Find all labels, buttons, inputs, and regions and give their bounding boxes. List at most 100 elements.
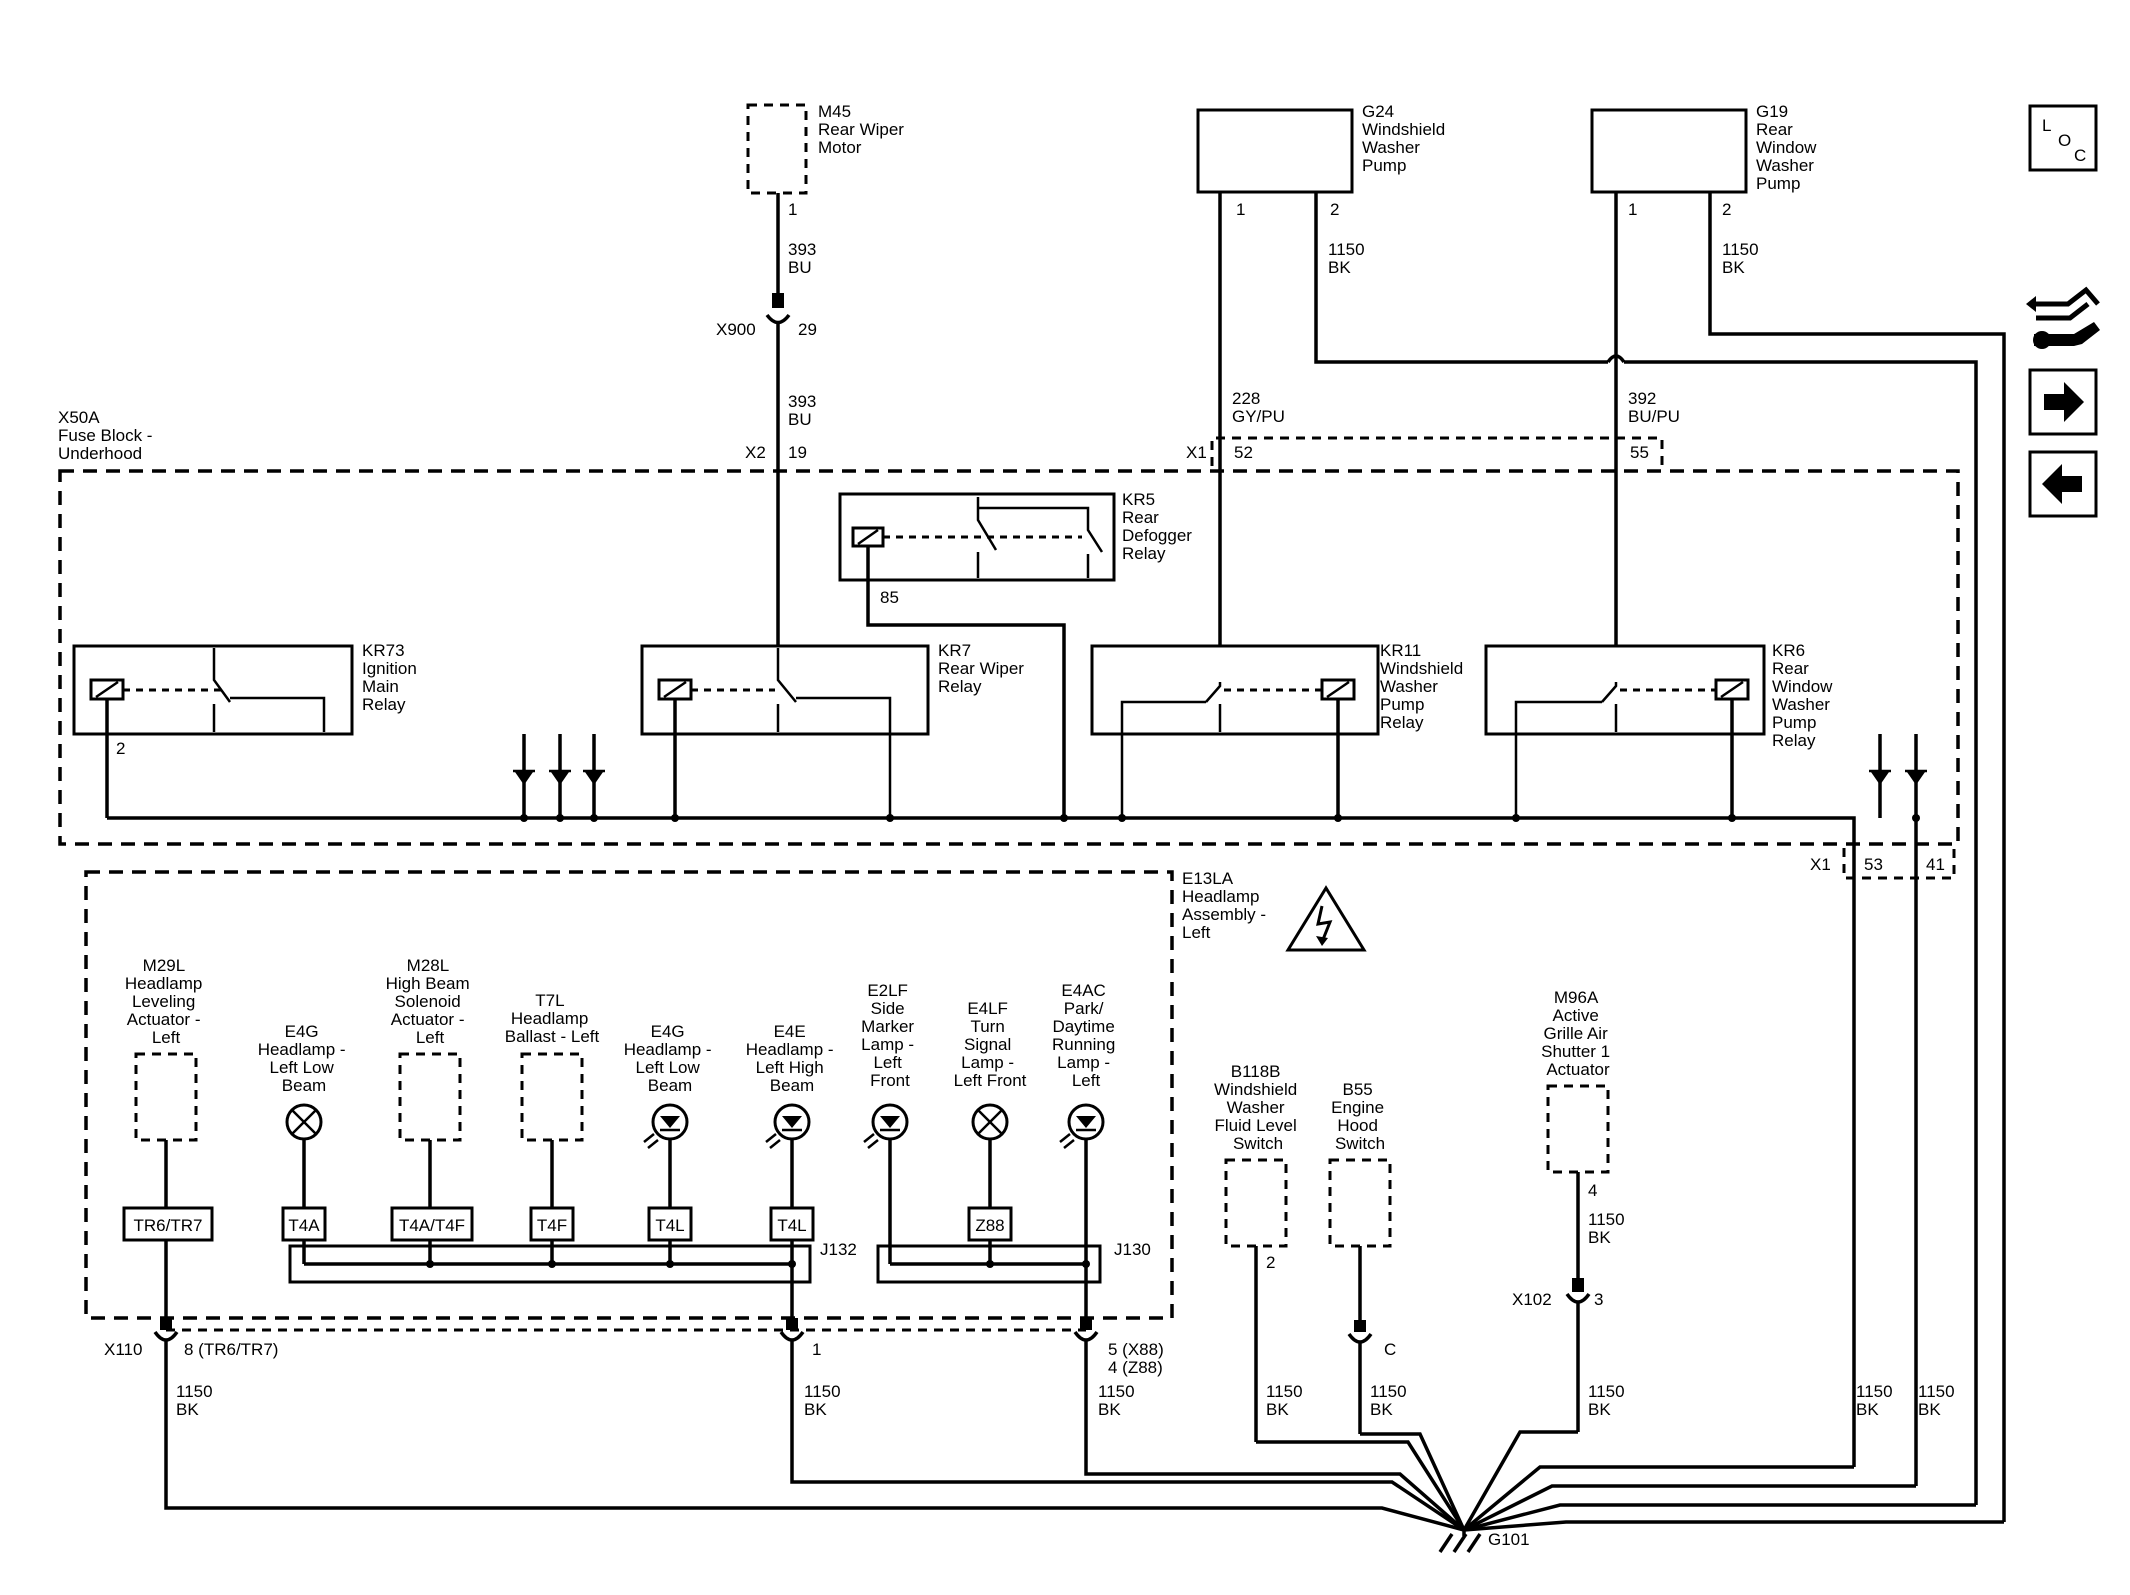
loc-button[interactable]: L O C	[2028, 104, 2098, 172]
x50a-label: X50A Fuse Block - Underhood	[58, 408, 157, 463]
j130-splice-pack	[876, 1244, 1102, 1284]
e4e-led-icon	[765, 1103, 811, 1149]
j130-pin-4: 4 (Z88)	[1108, 1358, 1163, 1377]
next-page-button[interactable]	[2028, 368, 2098, 436]
kr73-pin-2: 2	[116, 739, 125, 758]
kr7-label: KR7 Rear Wiper Relay	[938, 641, 1029, 696]
g19-pin-1: 1	[1628, 200, 1637, 219]
diode-left-2	[549, 734, 571, 818]
connector-wrench-icon[interactable]	[2026, 286, 2100, 349]
kr5-label: KR5 Rear Defogger Relay	[1122, 490, 1197, 563]
esd-warning-icon	[1285, 885, 1367, 952]
x2-pin: 19	[788, 443, 807, 462]
x110-pin: 8 (TR6/TR7)	[184, 1340, 278, 1359]
g101-ground-label: G101	[1488, 1530, 1530, 1549]
g24-pin-1: 1	[1236, 200, 1245, 219]
g19-rear-window-washer-pump-body	[1590, 108, 1748, 194]
b55-pin-c: C	[1384, 1340, 1396, 1359]
b55-label: B55 Engine Hood Switch	[1331, 1080, 1389, 1153]
loc-letter-o: O	[2058, 131, 2071, 150]
wire-g24-1150-bk: 1150 BK	[1328, 240, 1369, 277]
wire-392-bu-pu: 392 BU/PU	[1628, 389, 1680, 426]
m28l-actuator-body	[398, 1052, 462, 1142]
e4g-low-label: E4G Headlamp - Left Low Beam	[258, 1022, 351, 1095]
e4ac-led-icon	[1059, 1103, 1105, 1149]
e2lf-label: E2LF Side Marker Lamp - Left Front	[861, 981, 919, 1090]
kr11-label: KR11 Windshield Washer Pump Relay	[1380, 641, 1468, 732]
ground-symbol	[1438, 1530, 1482, 1553]
option-t4l-a-box	[647, 1206, 693, 1242]
wire-m96a-1150-bk-top: 1150 BK	[1588, 1210, 1629, 1247]
option-t4l-b: T4L	[777, 1216, 806, 1235]
wire-j132-1150-bk: 1150 BK	[804, 1382, 845, 1419]
m45-label: M45 Rear Wiper Motor	[818, 102, 909, 157]
diode-right-2	[1905, 734, 1927, 818]
arrow-left-icon	[2042, 464, 2082, 504]
wire-x1-53-1150-bk: 1150 BK	[1856, 1382, 1897, 1419]
t7l-label: T7L Headlamp Ballast - Left	[505, 991, 600, 1046]
m45-pin-1: 1	[788, 200, 797, 219]
wire-m96a-1150-bk-bot: 1150 BK	[1588, 1382, 1629, 1419]
wire-228-gy-pu: 228 GY/PU	[1232, 389, 1285, 426]
x2-connector: X2	[745, 443, 766, 462]
kr5-pin-85: 85	[880, 588, 899, 607]
e4e-label: E4E Headlamp - Left High Beam	[746, 1022, 839, 1095]
e4g-bulb-icon	[285, 1103, 323, 1141]
e4g-led-label: E4G Headlamp - Left Low Beam	[624, 1022, 717, 1095]
x1-pin-41: 41	[1926, 855, 1945, 874]
t7l-ballast-body	[520, 1052, 584, 1142]
g19-label: G19 Rear Window Washer Pump	[1756, 102, 1821, 193]
option-t4af-box	[390, 1206, 474, 1242]
loc-letter-l: L	[2042, 116, 2051, 135]
x1-pin-55: 55	[1630, 443, 1649, 462]
diode-left-3	[583, 734, 605, 818]
x900-connector: X900	[716, 320, 756, 339]
e4g-led-icon	[643, 1103, 689, 1149]
g24-pin-2: 2	[1330, 200, 1339, 219]
x1-connector-top: X1	[1186, 443, 1207, 462]
option-tr6: TR6/TR7	[134, 1216, 203, 1235]
m29l-label: M29L Headlamp Leveling Actuator - Left	[125, 956, 207, 1047]
j130-dots	[986, 1260, 1090, 1268]
diode-right-1	[1869, 734, 1891, 818]
x50a-fuse-block-boundary	[58, 469, 1960, 846]
x1-connector-bottom: X1	[1810, 855, 1831, 874]
e4lf-bulb-icon	[971, 1103, 1009, 1141]
arrow-right-icon	[2044, 382, 2084, 422]
j130-pin-5: 5 (X88)	[1108, 1340, 1164, 1359]
wire-j130-1150-bk: 1150 BK	[1098, 1382, 1139, 1419]
m96a-pin-4: 4	[1588, 1181, 1597, 1200]
e4lf-label: E4LF Turn Signal Lamp - Left Front	[954, 999, 1027, 1090]
option-z88: Z88	[975, 1216, 1004, 1235]
j130-label: J130	[1114, 1240, 1151, 1259]
wire-393-bu-upper: 393 BU	[788, 240, 821, 277]
x1-pin-53: 53	[1864, 855, 1883, 874]
e13la-label: E13LA Headlamp Assembly - Left	[1182, 869, 1271, 942]
j132-splice-pack	[288, 1244, 812, 1284]
kr6-label: KR6 Rear Window Washer Pump Relay	[1772, 641, 1837, 750]
bus-splice-dots	[520, 814, 1920, 822]
x1-pin-52: 52	[1234, 443, 1253, 462]
m96a-label: M96A Active Grille Air Shutter 1 Actuato…	[1541, 988, 1615, 1079]
m45-rear-wiper-motor-body	[746, 103, 808, 195]
wire-b118b-1150-bk: 1150 BK	[1266, 1382, 1307, 1419]
b118b-label: B118B Windshield Washer Fluid Level Swit…	[1214, 1062, 1302, 1153]
g24-label: G24 Windshield Washer Pump	[1362, 102, 1450, 175]
option-t4af: T4A/T4F	[399, 1216, 465, 1235]
wire-x1-41-1150-bk: 1150 BK	[1918, 1382, 1959, 1419]
loc-letter-c: C	[2074, 146, 2086, 165]
m28l-label: M28L High Beam Solenoid Actuator - Left	[386, 956, 475, 1047]
b118b-pin-2: 2	[1266, 1253, 1275, 1272]
b118b-switch-body	[1224, 1158, 1288, 1248]
option-tr6-box	[122, 1206, 214, 1242]
ground-wires	[164, 1340, 2004, 1532]
wire-x110-1150-bk: 1150 BK	[176, 1382, 217, 1419]
x900-pin: 29	[798, 320, 817, 339]
e13la-headlamp-assembly-boundary	[84, 870, 1174, 1320]
m29l-actuator-body	[134, 1052, 198, 1142]
g19-pin-2: 2	[1722, 200, 1731, 219]
previous-page-button[interactable]	[2028, 450, 2098, 518]
e4ac-label: E4AC Park/ Daytime Running Lamp - Left	[1052, 981, 1120, 1090]
j132-pin-1: 1	[812, 1340, 821, 1359]
